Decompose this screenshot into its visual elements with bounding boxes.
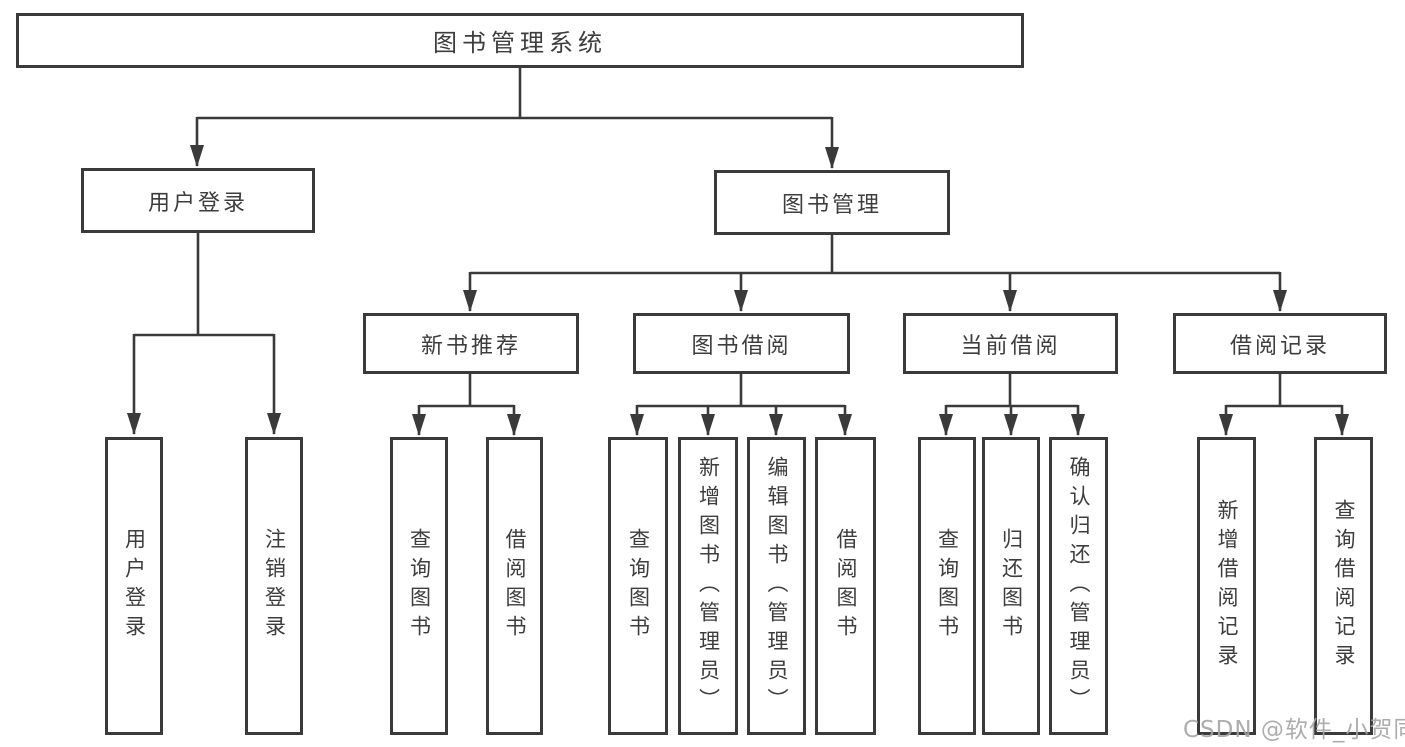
node-label: 归还图书	[999, 528, 1024, 644]
leaf-add-books-admin: 新增图书（管理员）	[678, 437, 738, 735]
leaf-query-borrow-record: 查询借阅记录	[1314, 437, 1373, 735]
node-book-management: 图书管理	[714, 170, 950, 235]
csdn-watermark: CSDN @软件_小贺同学	[1183, 717, 1405, 743]
leaf-borrow-books-recommend: 借阅图书	[486, 437, 543, 735]
node-label: 新书推荐	[420, 333, 521, 359]
leaf-query-books-recommend: 查询图书	[390, 437, 448, 735]
node-new-book-recommendation: 新书推荐	[363, 313, 579, 374]
node-label: 借阅记录	[1229, 333, 1330, 359]
node-label: 编辑图书（管理员）	[765, 455, 789, 717]
node-label: 当前借阅	[960, 333, 1061, 359]
node-book-borrowing: 图书借阅	[633, 313, 850, 374]
node-label: 用户登录	[122, 528, 147, 644]
node-label: 图书管理	[781, 192, 882, 218]
node-label: 图书管理系统	[433, 29, 607, 57]
leaf-query-books-borrowing: 查询图书	[608, 437, 668, 735]
leaf-edit-books-admin: 编辑图书（管理员）	[747, 437, 806, 735]
leaf-confirm-return-admin: 确认归还（管理员）	[1049, 437, 1108, 735]
leaf-borrow-books: 借阅图书	[815, 437, 876, 735]
node-root-library-management-system: 图书管理系统	[16, 13, 1024, 68]
node-user-login: 用户登录	[81, 168, 315, 233]
leaf-add-borrow-record: 新增借阅记录	[1197, 437, 1256, 735]
node-label: 用户登录	[147, 190, 248, 216]
node-label: 查询图书	[626, 528, 651, 644]
node-label: 新增图书（管理员）	[696, 455, 721, 717]
node-label: 确认归还（管理员）	[1067, 455, 1091, 717]
node-borrowing-records: 借阅记录	[1173, 313, 1387, 374]
leaf-logout: 注销登录	[245, 437, 303, 735]
node-label: 借阅图书	[503, 528, 527, 644]
node-label: 借阅图书	[834, 528, 858, 644]
leaf-return-books: 归还图书	[982, 437, 1040, 735]
leaf-user-login: 用户登录	[105, 437, 163, 735]
node-label: 注销登录	[262, 528, 287, 644]
node-label: 查询借阅记录	[1332, 499, 1356, 673]
node-label: 新增借阅记录	[1215, 499, 1239, 673]
leaf-query-books-current: 查询图书	[918, 437, 976, 735]
node-label: 查询图书	[935, 528, 960, 644]
node-current-borrowing: 当前借阅	[903, 313, 1118, 374]
node-label: 查询图书	[407, 528, 432, 644]
node-label: 图书借阅	[691, 333, 792, 359]
